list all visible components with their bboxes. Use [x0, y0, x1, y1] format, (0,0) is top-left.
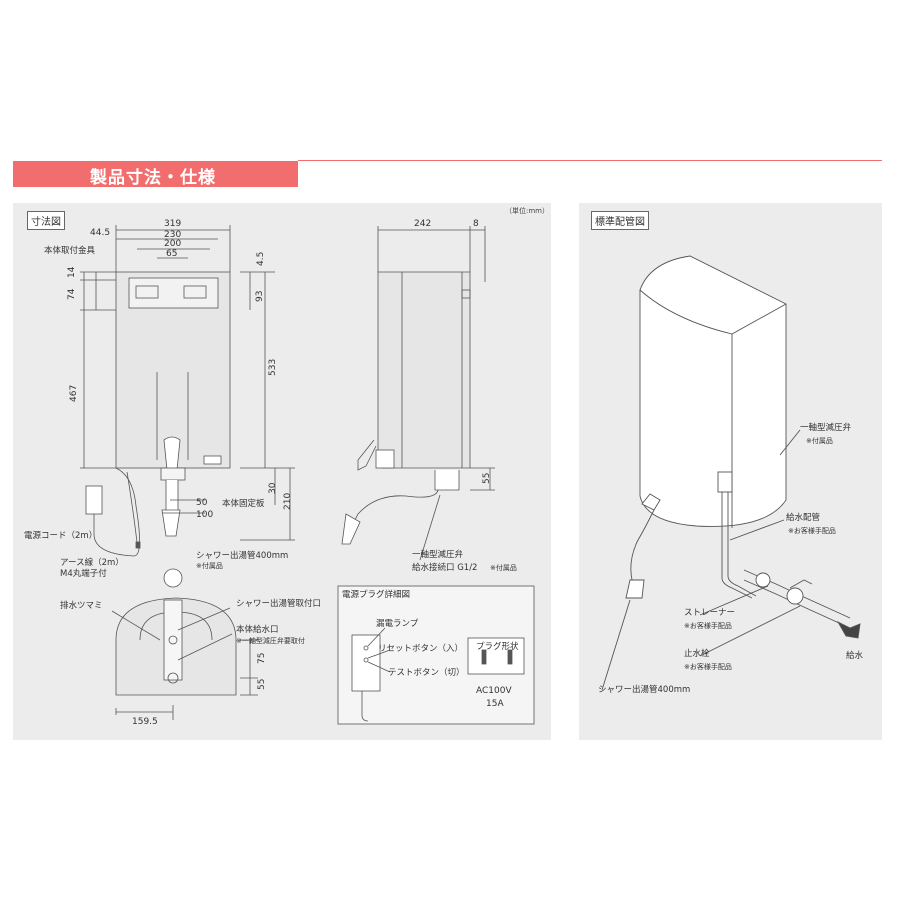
svg-text:M4丸端子付: M4丸端子付	[60, 568, 107, 579]
svg-text:一軸型減圧弁: 一軸型減圧弁	[412, 549, 464, 560]
side-view-text: 242 8 55 一軸型減圧弁 給水接続口 G1/2 ※付属品	[412, 219, 517, 573]
svg-text:排水ツマミ: 排水ツマミ	[60, 600, 103, 611]
svg-text:230: 230	[164, 230, 181, 240]
piping-tag: 標準配管図	[591, 211, 649, 230]
plug-detail-box	[337, 585, 535, 725]
bottom-view-text: 排水ツマミ シャワー出湯管取付口 本体給水口 ※一軸型減圧弁要取付 75 55 …	[60, 598, 321, 727]
svg-text:14: 14	[67, 266, 77, 278]
svg-text:給水配管: 給水配管	[786, 512, 820, 523]
svg-text:467: 467	[69, 385, 79, 402]
svg-text:本体取付金具: 本体取付金具	[44, 245, 96, 256]
svg-text:アース線（2m）: アース線（2m）	[60, 557, 124, 568]
svg-text:30: 30	[268, 482, 278, 494]
piping-view	[601, 255, 861, 691]
dimension-tag: 寸法図	[27, 211, 65, 230]
svg-text:93: 93	[255, 291, 265, 302]
svg-text:シャワー出湯管400mm: シャワー出湯管400mm	[196, 550, 288, 561]
svg-text:本体給水口: 本体給水口	[236, 624, 279, 635]
svg-text:※付属品: ※付属品	[490, 563, 517, 572]
svg-text:シャワー出湯管取付口: シャワー出湯管取付口	[236, 598, 321, 609]
svg-text:シャワー出湯管400mm: シャワー出湯管400mm	[598, 684, 690, 695]
svg-text:※お客様手配品: ※お客様手配品	[788, 526, 836, 535]
svg-text:319: 319	[164, 219, 181, 229]
svg-text:100: 100	[196, 510, 213, 520]
svg-text:50: 50	[196, 498, 208, 508]
svg-text:※一軸型減圧弁要取付: ※一軸型減圧弁要取付	[236, 636, 305, 645]
svg-text:533: 533	[268, 359, 278, 376]
svg-text:75: 75	[257, 653, 267, 664]
plug-detail-text: 電源プラグ詳細図 漏電ランプ リセットボタン（入） テストボタン（切） プラグ形…	[342, 589, 519, 709]
svg-text:44.5: 44.5	[90, 228, 110, 238]
svg-text:給水: 給水	[846, 650, 864, 661]
svg-text:止水栓: 止水栓	[684, 648, 710, 659]
svg-text:55: 55	[482, 473, 492, 484]
svg-text:プラグ形状: プラグ形状	[476, 641, 519, 652]
unit-note: （単位:mm）	[505, 207, 549, 215]
svg-text:一軸型減圧弁: 一軸型減圧弁	[800, 422, 852, 433]
svg-text:15A: 15A	[486, 699, 504, 709]
header-rule	[298, 160, 882, 161]
front-view	[80, 225, 295, 557]
svg-text:4.5: 4.5	[256, 252, 266, 266]
svg-text:電源プラグ詳細図: 電源プラグ詳細図	[342, 589, 410, 600]
svg-text:リセットボタン（入）: リセットボタン（入）	[378, 643, 463, 654]
svg-text:漏電ランプ: 漏電ランプ	[376, 618, 419, 629]
svg-text:65: 65	[166, 249, 177, 259]
svg-text:210: 210	[283, 493, 293, 510]
svg-text:電源コード（2m）: 電源コード（2m）	[24, 530, 97, 541]
svg-text:242: 242	[414, 219, 431, 229]
page-title: 製品寸法・仕様	[90, 168, 216, 188]
svg-text:200: 200	[164, 239, 181, 249]
svg-text:8: 8	[473, 219, 479, 229]
svg-text:55: 55	[257, 679, 267, 690]
svg-text:※付属品: ※付属品	[196, 561, 223, 570]
svg-text:※お客様手配品: ※お客様手配品	[684, 621, 732, 630]
svg-text:※付属品: ※付属品	[806, 436, 833, 445]
svg-text:テストボタン（切）: テストボタン（切）	[388, 667, 465, 678]
svg-text:給水接続口 G1/2: 給水接続口 G1/2	[412, 562, 477, 573]
svg-text:AC100V: AC100V	[476, 686, 512, 696]
header-band	[13, 161, 298, 187]
svg-text:※お客様手配品: ※お客様手配品	[684, 662, 732, 671]
side-view	[341, 226, 495, 561]
svg-text:159.5: 159.5	[132, 717, 158, 727]
bottom-view	[111, 568, 258, 720]
svg-text:ストレーナー: ストレーナー	[684, 608, 735, 618]
svg-text:本体固定板: 本体固定板	[222, 498, 265, 509]
front-view-text: 319 230 200 65 44.5 本体取付金具 14 74 467 4.5…	[24, 219, 293, 579]
piping-text: 一軸型減圧弁 ※付属品 給水配管 ※お客様手配品 ストレーナー ※お客様手配品 …	[598, 422, 864, 695]
svg-text:74: 74	[67, 288, 77, 300]
